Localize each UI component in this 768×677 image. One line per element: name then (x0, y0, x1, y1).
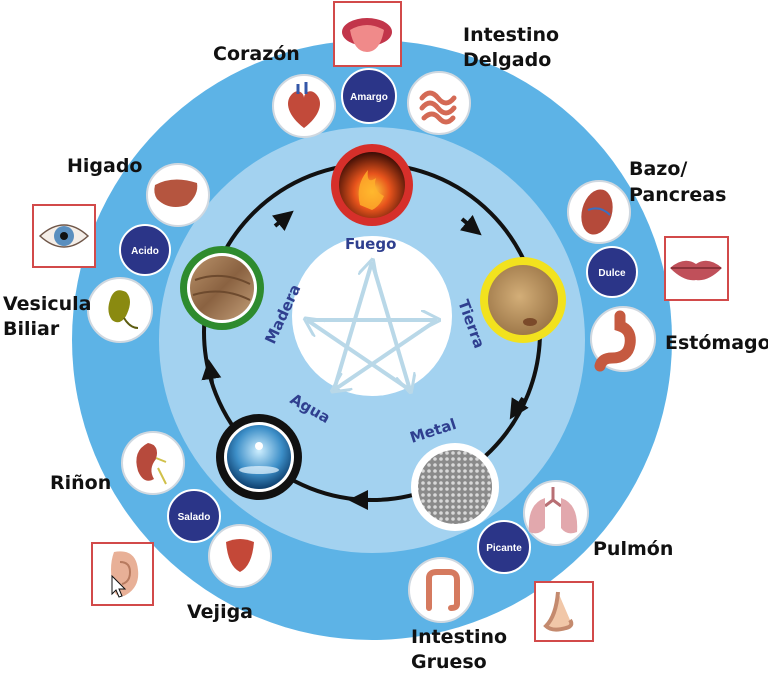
lung-icon (523, 480, 589, 546)
liver-icon (146, 163, 210, 227)
element-earth (480, 257, 566, 343)
taste-sweet: Dulce (586, 246, 638, 298)
lung-label: Pulmón (593, 538, 673, 560)
spleen-icon (567, 180, 631, 244)
nose-icon (534, 581, 594, 642)
large-intestine-label-line1: Intestino (411, 626, 507, 648)
heart-icon (272, 74, 336, 138)
small-intestine-icon (407, 71, 471, 135)
small-intestine-label-line2: Delgado (463, 49, 551, 71)
gallbladder-label-line1: Vesicula (3, 293, 92, 315)
large-intestine-icon (408, 557, 474, 623)
taste-spicy: Picante (477, 520, 531, 574)
svg-text:Dulce: Dulce (598, 268, 626, 279)
lips-icon (664, 236, 729, 301)
heart-label: Corazón (213, 43, 300, 65)
cycle-arrow-2 (459, 214, 482, 236)
svg-text:Amargo: Amargo (350, 92, 388, 103)
tongue-icon (333, 1, 402, 67)
element-metal (411, 443, 499, 531)
spleen-label-line1: Bazo/ (629, 158, 687, 180)
fire-label: Fuego (345, 235, 396, 253)
cursor-icon (111, 574, 127, 598)
center-core (292, 236, 452, 396)
element-water (216, 414, 302, 500)
svg-text:Salado: Salado (178, 512, 211, 523)
spleen-label-line2: Pancreas (629, 184, 726, 206)
element-fire (331, 144, 413, 226)
stomach-icon (590, 306, 656, 372)
cycle-arrow-1 (271, 210, 294, 232)
svg-text:Picante: Picante (486, 543, 522, 554)
large-intestine-label-line2: Grueso (411, 651, 487, 673)
svg-text:Acido: Acido (131, 246, 159, 257)
element-wood (180, 246, 264, 330)
cycle-arrow-3 (509, 396, 529, 420)
ear-icon (91, 542, 154, 606)
bladder-icon (208, 524, 272, 588)
stomach-label: Estómago (665, 332, 768, 354)
kidney-label: Riñon (50, 472, 111, 494)
taste-bitter: Amargo (341, 68, 397, 124)
taste-salty: Salado (167, 489, 221, 543)
eye-icon (32, 204, 96, 268)
gallbladder-label-line2: Biliar (3, 318, 60, 340)
kidney-icon (121, 431, 185, 495)
small-intestine-label-line1: Intestino (463, 24, 559, 46)
control-cycle-star (307, 262, 437, 390)
gallbladder-icon (87, 277, 153, 343)
bladder-label: Vejiga (187, 601, 253, 623)
cycle-arrow-5 (201, 359, 222, 384)
liver-label: Higado (67, 155, 143, 177)
taste-sour: Acido (119, 224, 171, 276)
